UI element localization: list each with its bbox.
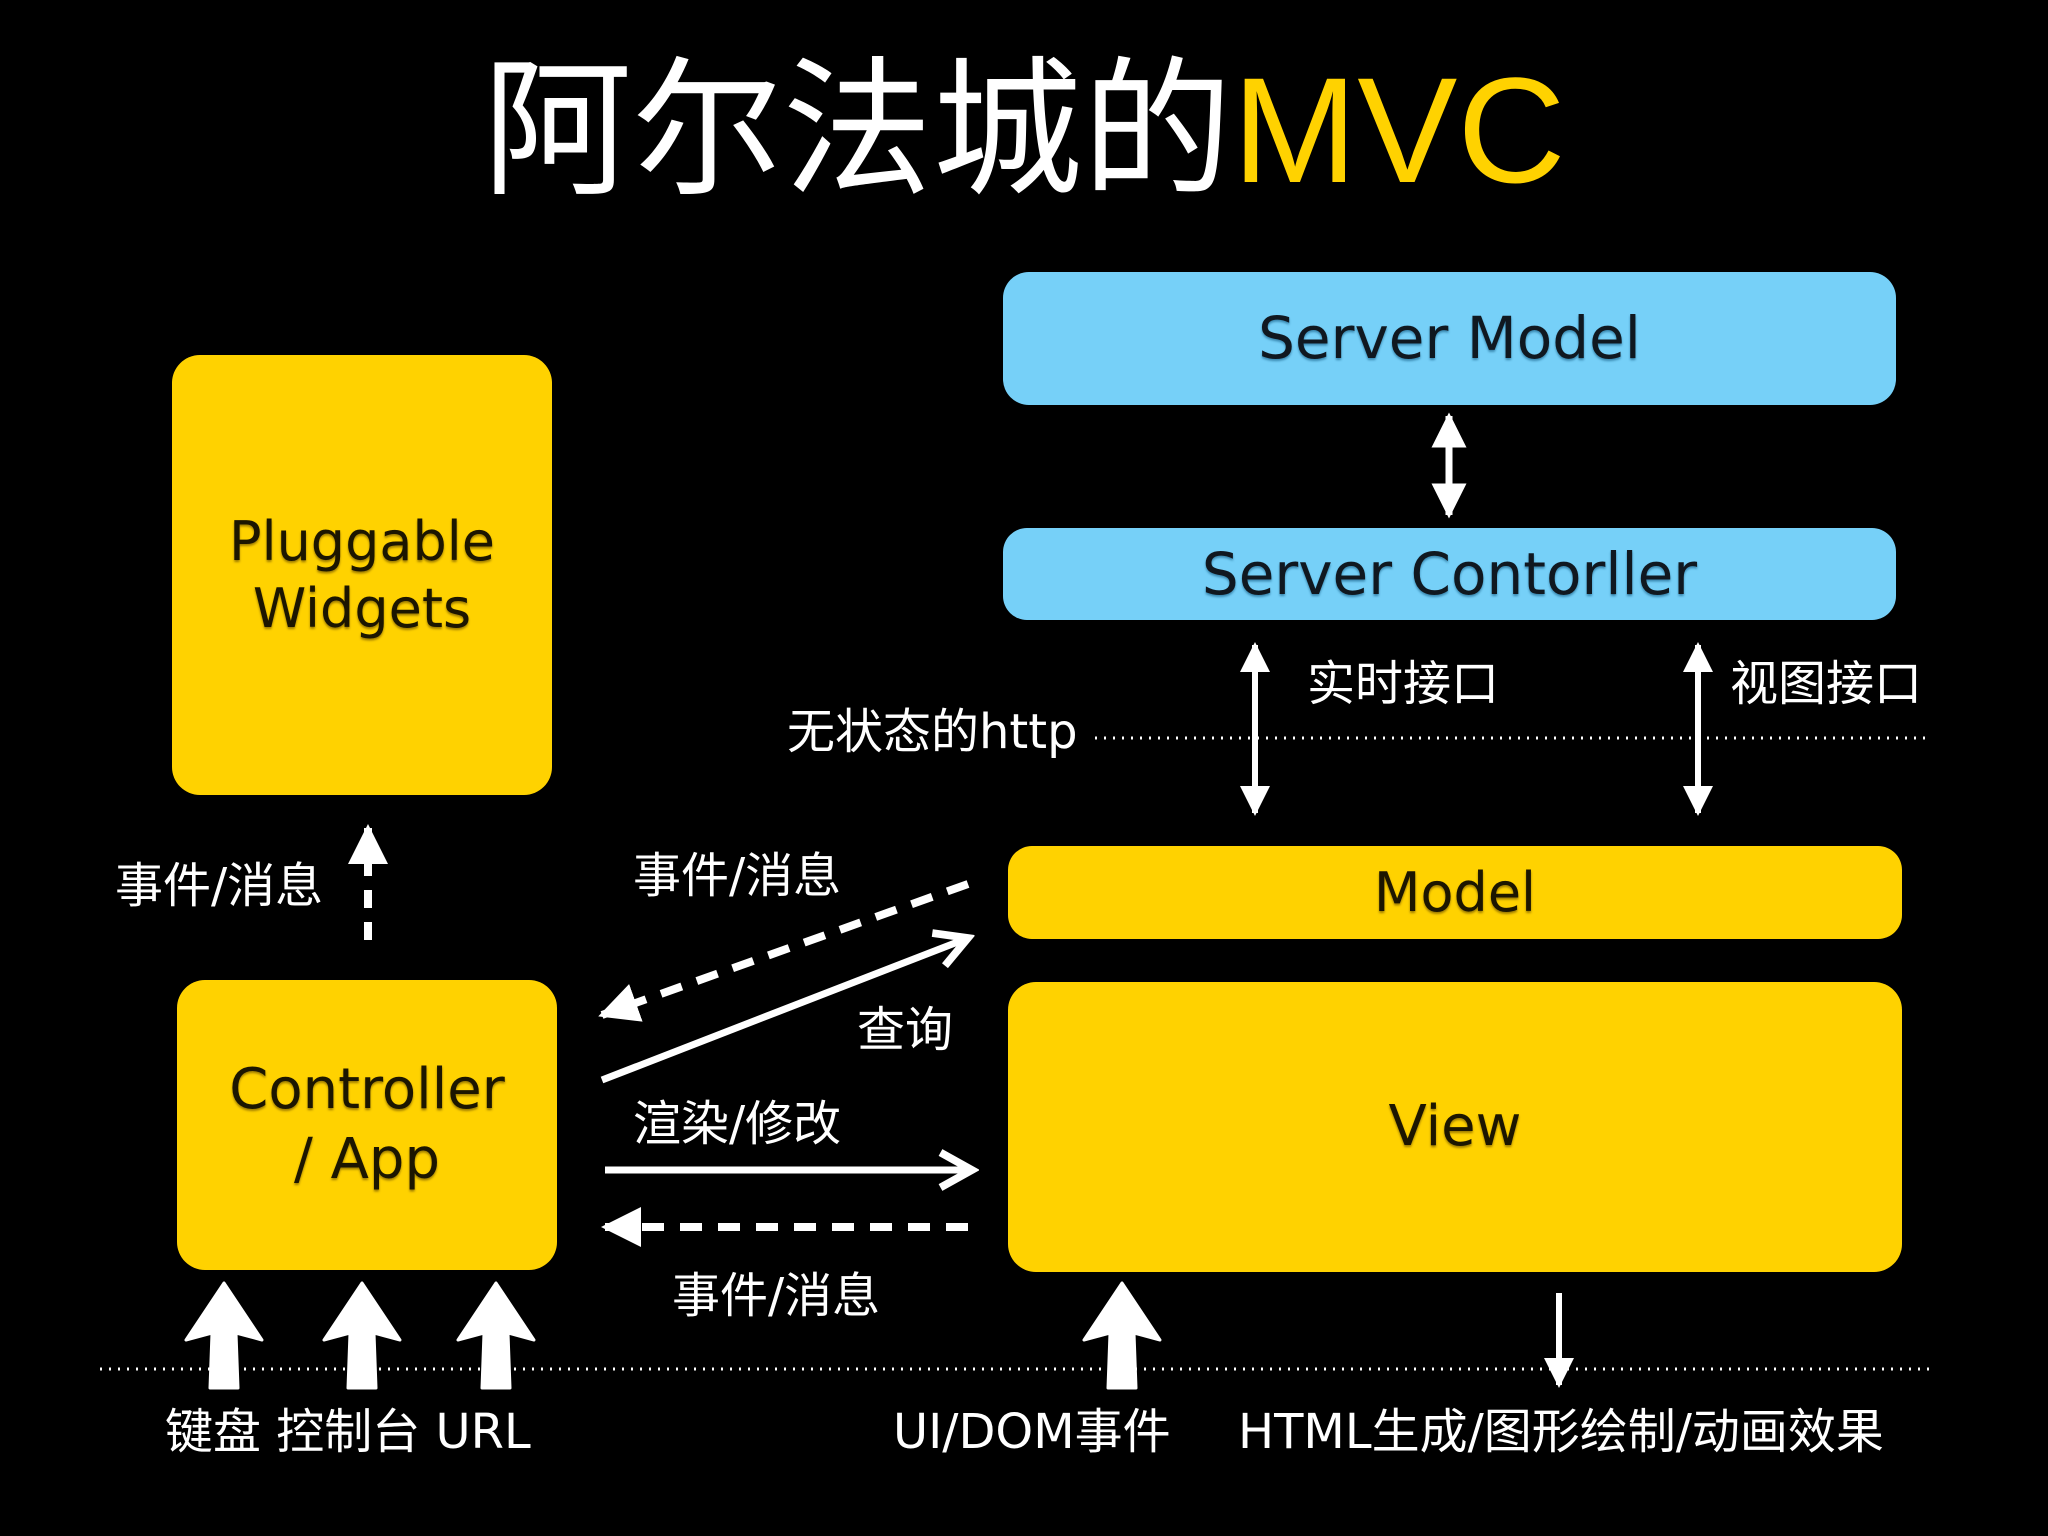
render-modify-label: 渲染/修改 bbox=[633, 1096, 842, 1152]
html-output-label: HTML生成/图形绘制/动画效果 bbox=[1238, 1404, 1884, 1460]
server-controller-box: Server Contorller bbox=[1003, 528, 1896, 620]
view-event-message-label: 事件/消息 bbox=[672, 1268, 881, 1324]
keyboard-input-arrow bbox=[184, 1281, 264, 1390]
title-main: 阿尔法城的 bbox=[482, 44, 1233, 218]
server-model-box: Server Model bbox=[1003, 272, 1896, 405]
ui-dom-events-label: UI/DOM事件 bbox=[893, 1404, 1171, 1460]
controller-app-box: Controller / App bbox=[177, 980, 557, 1270]
inputs-label: 键盘 控制台 URL bbox=[165, 1404, 531, 1460]
pluggable-widgets-box: Pluggable Widgets bbox=[172, 355, 552, 795]
realtime-interface-label: 实时接口 bbox=[1307, 656, 1500, 712]
console-input-arrow bbox=[322, 1281, 402, 1390]
model-to-controller-dashed-arrow bbox=[598, 880, 970, 1022]
view-interface-label: 视图接口 bbox=[1730, 656, 1923, 712]
query-label: 查询 bbox=[857, 1002, 954, 1058]
page-title: 阿尔法城的MVC bbox=[0, 55, 2048, 206]
ui-dom-event-arrow bbox=[1082, 1281, 1162, 1390]
view-box: View bbox=[1008, 982, 1902, 1272]
model-event-message-label: 事件/消息 bbox=[633, 848, 842, 904]
widgets-event-message-label: 事件/消息 bbox=[115, 858, 324, 914]
stateless-http-label: 无状态的http bbox=[787, 704, 1078, 760]
input-arrows bbox=[184, 1281, 1162, 1390]
model-box: Model bbox=[1008, 846, 1902, 939]
title-highlight: MVC bbox=[1232, 46, 1566, 214]
controller-to-model-arrow bbox=[600, 938, 968, 1084]
url-input-arrow bbox=[456, 1281, 536, 1390]
